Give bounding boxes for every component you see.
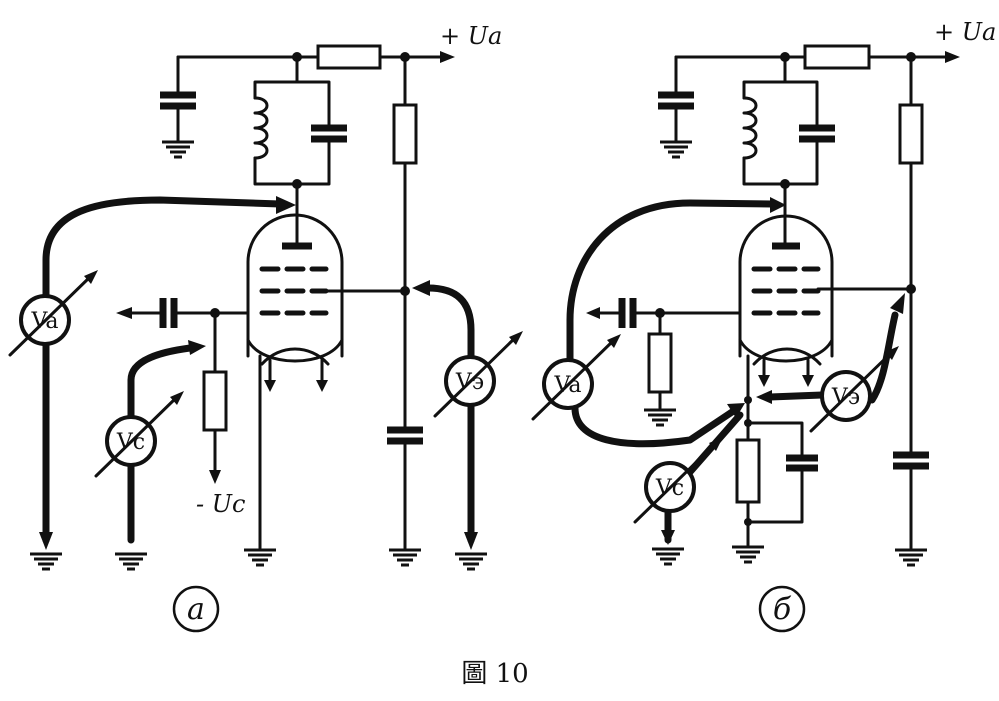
screen-resistor <box>898 103 924 165</box>
meter-vc-b: Vc <box>633 437 723 524</box>
meter-vc-a: Vc <box>94 391 184 478</box>
vacuum-tube <box>738 214 834 358</box>
ground-icon <box>113 552 149 571</box>
ground-icon <box>242 548 278 567</box>
ground-icon <box>650 547 686 566</box>
ground-icon <box>658 140 694 159</box>
meter-ve-label: Vэ <box>831 385 860 410</box>
meter-va-b: Va <box>531 334 621 421</box>
figure-caption: 圖 10 <box>461 659 528 689</box>
meter-va-label: Va <box>554 373 582 398</box>
meter-ve-b: Vэ <box>809 346 899 433</box>
panel-a-label: a <box>187 592 205 627</box>
tank-coil <box>742 96 758 160</box>
ground-icon <box>28 552 64 571</box>
ground-icon <box>453 552 489 571</box>
panel-b-label-badge: б <box>758 585 806 633</box>
ground-icon <box>160 140 196 159</box>
meter-vc-label: Vc <box>116 430 145 455</box>
ground-icon <box>387 548 423 567</box>
panel-a-label-badge: a <box>172 585 220 633</box>
meter-vc-label: Vc <box>655 476 684 501</box>
grid-leak-resistor <box>647 332 673 394</box>
ground-icon <box>642 408 678 427</box>
supply-anode-b: + Ua <box>934 18 996 46</box>
supply-grid-a: - Uc <box>196 490 245 518</box>
anode-supply-resistor <box>803 44 871 70</box>
meter-ve-label: Vэ <box>455 370 484 395</box>
ground-icon <box>730 545 766 564</box>
anode-supply-resistor <box>316 44 382 70</box>
meter-va-label: Va <box>31 309 59 334</box>
meter-ve-a: Vэ <box>433 331 523 418</box>
panel-b-label: б <box>773 592 792 627</box>
supply-anode-a: + Ua <box>440 22 502 50</box>
panel-a-circuit <box>28 44 489 571</box>
tank-coil <box>253 96 269 160</box>
panel-b-circuit <box>566 44 960 567</box>
vacuum-tube <box>246 213 344 358</box>
grid-leak-resistor <box>202 370 228 432</box>
cathode-resistor <box>735 438 761 504</box>
screen-resistor <box>392 103 418 165</box>
ground-icon <box>893 548 929 567</box>
meter-va-a: Va <box>8 270 98 357</box>
